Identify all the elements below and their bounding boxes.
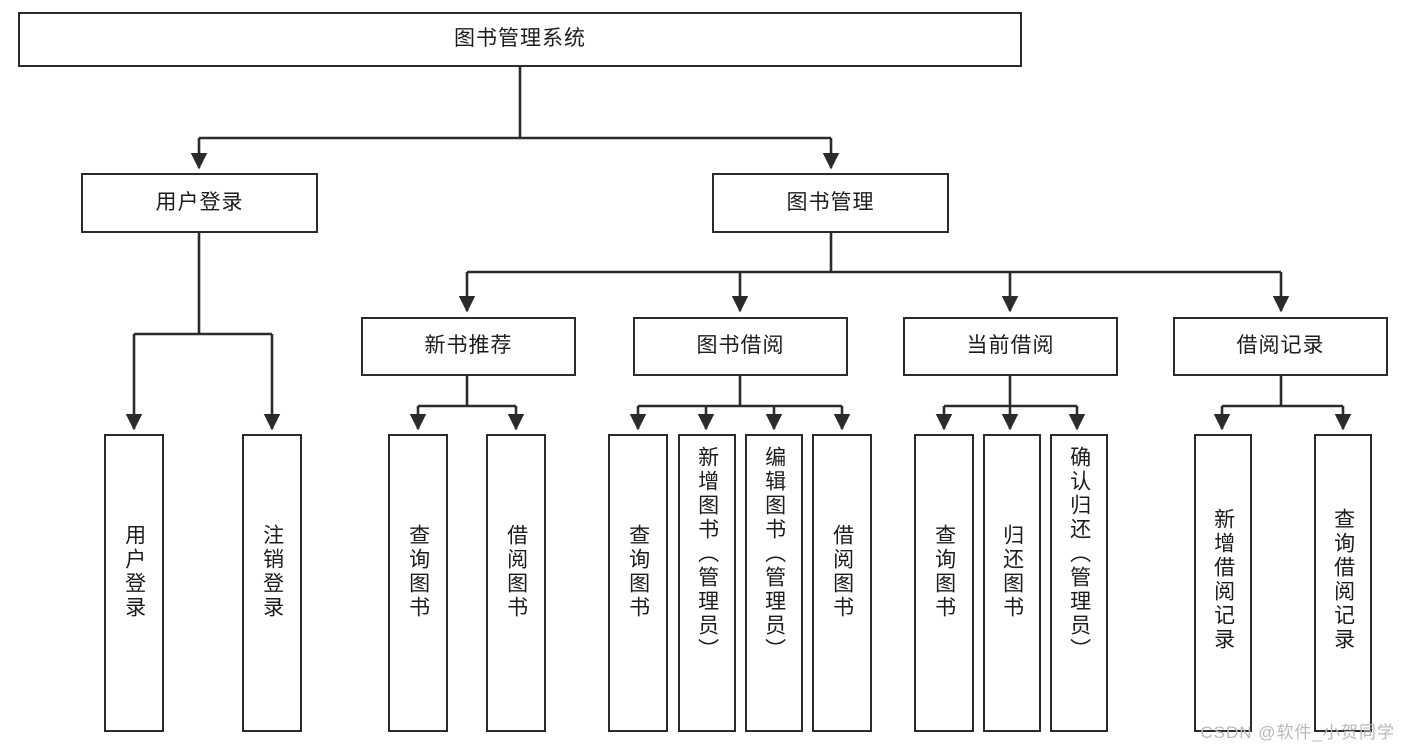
node-new-book-recommend[interactable]: 新书推荐 xyxy=(361,317,576,376)
leaf-borrow-edit-book-label: 编辑图书（管理员） xyxy=(762,446,786,662)
leaf-borrow-borrow-book[interactable]: 借阅图书 xyxy=(812,434,872,732)
leaf-borrow-query-book-label: 查询图书 xyxy=(626,524,650,620)
node-user-login-label: 用户登录 xyxy=(155,190,244,214)
leaf-borrow-add-book-label: 新增图书（管理员） xyxy=(695,446,719,662)
leaf-current-query-book-label: 查询图书 xyxy=(932,524,956,620)
leaf-borrow-borrow-book-label: 借阅图书 xyxy=(830,524,854,620)
node-current-borrow[interactable]: 当前借阅 xyxy=(903,317,1118,376)
leaf-borrow-edit-book[interactable]: 编辑图书（管理员） xyxy=(745,434,803,732)
csdn-watermark: CSDN @软件_小贺同学 xyxy=(1200,723,1395,742)
leaf-current-confirm-return[interactable]: 确认归还（管理员） xyxy=(1050,434,1108,732)
node-root-label: 图书管理系统 xyxy=(454,27,586,51)
leaf-new-book-borrow-label: 借阅图书 xyxy=(504,524,528,620)
leaf-record-query[interactable]: 查询借阅记录 xyxy=(1314,434,1372,732)
node-book-borrow[interactable]: 图书借阅 xyxy=(633,317,848,376)
node-book-management-label: 图书管理 xyxy=(786,190,875,214)
node-borrow-record-label: 借阅记录 xyxy=(1236,334,1325,358)
leaf-current-return-book[interactable]: 归还图书 xyxy=(983,434,1041,732)
leaf-record-add[interactable]: 新增借阅记录 xyxy=(1194,434,1252,732)
leaf-user-login-logout[interactable]: 注销登录 xyxy=(242,434,302,732)
leaf-borrow-add-book[interactable]: 新增图书（管理员） xyxy=(678,434,736,732)
leaf-borrow-query-book[interactable]: 查询图书 xyxy=(608,434,668,732)
leaf-user-login-logout-label: 注销登录 xyxy=(260,524,284,620)
leaf-current-query-book[interactable]: 查询图书 xyxy=(914,434,974,732)
node-book-management[interactable]: 图书管理 xyxy=(712,173,949,233)
leaf-record-query-label: 查询借阅记录 xyxy=(1331,508,1355,652)
node-borrow-record[interactable]: 借阅记录 xyxy=(1173,317,1388,376)
node-user-login[interactable]: 用户登录 xyxy=(81,173,318,233)
leaf-new-book-borrow[interactable]: 借阅图书 xyxy=(486,434,546,732)
leaf-user-login-login[interactable]: 用户登录 xyxy=(104,434,164,732)
node-book-borrow-label: 图书借阅 xyxy=(696,334,785,358)
leaf-new-book-query[interactable]: 查询图书 xyxy=(388,434,448,732)
leaf-current-confirm-return-label: 确认归还（管理员） xyxy=(1067,446,1091,662)
node-root[interactable]: 图书管理系统 xyxy=(18,12,1022,67)
leaf-user-login-login-label: 用户登录 xyxy=(122,524,146,620)
leaf-record-add-label: 新增借阅记录 xyxy=(1211,508,1235,652)
leaf-current-return-book-label: 归还图书 xyxy=(1000,524,1024,620)
leaf-new-book-query-label: 查询图书 xyxy=(406,524,430,620)
node-new-book-recommend-label: 新书推荐 xyxy=(424,334,513,358)
node-current-borrow-label: 当前借阅 xyxy=(966,334,1055,358)
